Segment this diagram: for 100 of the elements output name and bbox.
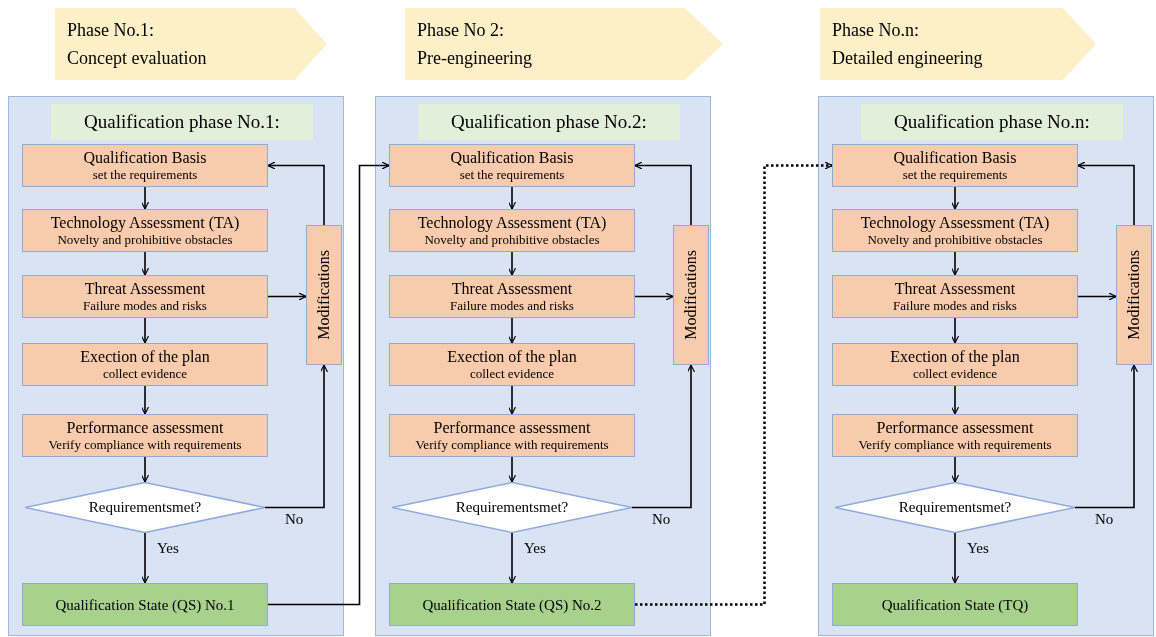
process-box <box>389 144 635 187</box>
process-box <box>389 209 635 252</box>
box-title: Technology Assessment (TA) <box>860 213 1050 232</box>
box-subtitle: Verify compliance with requirements <box>48 436 242 453</box>
arrow <box>140 385 150 415</box>
state-box <box>22 583 268 626</box>
box-title: Technology Assessment (TA) <box>417 213 607 232</box>
arrow <box>267 161 325 226</box>
box-title: Exection of the plan <box>80 347 210 366</box>
arrow <box>507 186 517 210</box>
decision-diamond <box>835 482 1075 533</box>
box-subtitle: Verify compliance with requirements <box>858 436 1052 453</box>
arrow <box>950 186 960 210</box>
box-title: Threat Assessment <box>894 279 1016 298</box>
box-title: Qualification State (TQ) <box>881 595 1029 614</box>
arrow <box>1077 161 1135 226</box>
box-title: Exection of the plan <box>447 347 577 366</box>
phase-panel <box>818 96 1154 636</box>
process-box <box>832 209 1078 252</box>
box-title: Exection of the plan <box>890 347 1020 366</box>
arrow <box>267 292 307 301</box>
process-box <box>22 209 268 252</box>
box-title: Qualification State (QS) No.1 <box>55 595 235 614</box>
box-title: Performance assessment <box>876 418 1034 437</box>
box-title: Modifications <box>682 250 700 340</box>
decision-diamond <box>392 482 632 533</box>
process-box <box>22 414 268 457</box>
phase-name: Detailed engineering <box>832 47 984 70</box>
process-box <box>22 275 268 318</box>
box-subtitle: collect evidence <box>469 365 555 382</box>
arrow <box>1077 292 1117 301</box>
box-subtitle: Failure modes and risks <box>83 297 207 314</box>
arrow <box>507 532 517 584</box>
dotted-arrow <box>635 161 833 606</box>
arrow <box>634 161 692 226</box>
process-box <box>832 414 1078 457</box>
arrow <box>950 317 960 344</box>
state-box <box>389 583 635 626</box>
arrow <box>1074 364 1139 509</box>
arrow <box>507 251 517 276</box>
phase-number: Phase No 2: <box>417 19 505 42</box>
process-box <box>1116 225 1152 365</box>
phase-banner <box>55 8 327 80</box>
box-subtitle: Failure modes and risks <box>893 297 1017 314</box>
box-title: Performance assessment <box>433 418 591 437</box>
arrow <box>631 364 696 509</box>
process-box <box>832 275 1078 318</box>
box-title: Threat Assessment <box>84 279 206 298</box>
arrow <box>507 385 517 415</box>
arrow <box>634 292 674 301</box>
arrow <box>950 251 960 276</box>
arrow <box>507 456 517 483</box>
phase-panel <box>8 96 344 636</box>
box-title: Qualification Basis <box>83 148 207 167</box>
box-subtitle: set the requirements <box>902 166 1008 183</box>
box-title: Modifications <box>315 250 333 340</box>
box-subtitle: collect evidence <box>102 365 188 382</box>
phase-panel <box>375 96 711 636</box>
phase-number: Phase No.1: <box>67 19 155 42</box>
arrow <box>140 186 150 210</box>
decision-text: Requirementsmet? <box>455 499 569 516</box>
box-title: Technology Assessment (TA) <box>50 213 240 232</box>
process-box <box>832 144 1078 187</box>
state-box <box>832 583 1078 626</box>
arrow <box>140 317 150 344</box>
box-title: Qualification Basis <box>450 148 574 167</box>
box-subtitle: set the requirements <box>92 166 198 183</box>
box-subtitle: collect evidence <box>912 365 998 382</box>
box-subtitle: set the requirements <box>459 166 565 183</box>
arrow <box>140 251 150 276</box>
box-subtitle: Failure modes and risks <box>450 297 574 314</box>
decision-text: Requirementsmet? <box>898 499 1012 516</box>
panel-title: Qualification phase No.2: <box>418 104 680 140</box>
phase-name: Concept evaluation <box>67 47 208 70</box>
process-box <box>389 414 635 457</box>
box-title: Qualification State (QS) No.2 <box>422 595 602 614</box>
box-subtitle: Novelty and prohibitive obstacles <box>57 231 233 248</box>
process-box <box>389 343 635 386</box>
process-box <box>389 275 635 318</box>
box-title: Qualification Basis <box>893 148 1017 167</box>
process-box <box>673 225 709 365</box>
arrow <box>140 456 150 483</box>
process-box <box>832 343 1078 386</box>
box-title: Threat Assessment <box>451 279 573 298</box>
box-subtitle: Verify compliance with requirements <box>415 436 609 453</box>
arrow <box>267 161 390 606</box>
panel-title: Qualification phase No.1: <box>51 104 313 140</box>
process-box <box>306 225 342 365</box>
decision-text: Requirementsmet? <box>88 499 202 516</box>
process-box <box>22 144 268 187</box>
panel-title: Qualification phase No.n: <box>861 104 1123 140</box>
arrow <box>950 456 960 483</box>
arrow <box>507 317 517 344</box>
box-subtitle: Novelty and prohibitive obstacles <box>424 231 600 248</box>
arrow <box>264 364 329 509</box>
arrow <box>140 532 150 584</box>
phase-banner <box>405 8 723 80</box>
decision-diamond <box>25 482 265 533</box>
box-subtitle: Novelty and prohibitive obstacles <box>867 231 1043 248</box>
box-title: Performance assessment <box>66 418 224 437</box>
